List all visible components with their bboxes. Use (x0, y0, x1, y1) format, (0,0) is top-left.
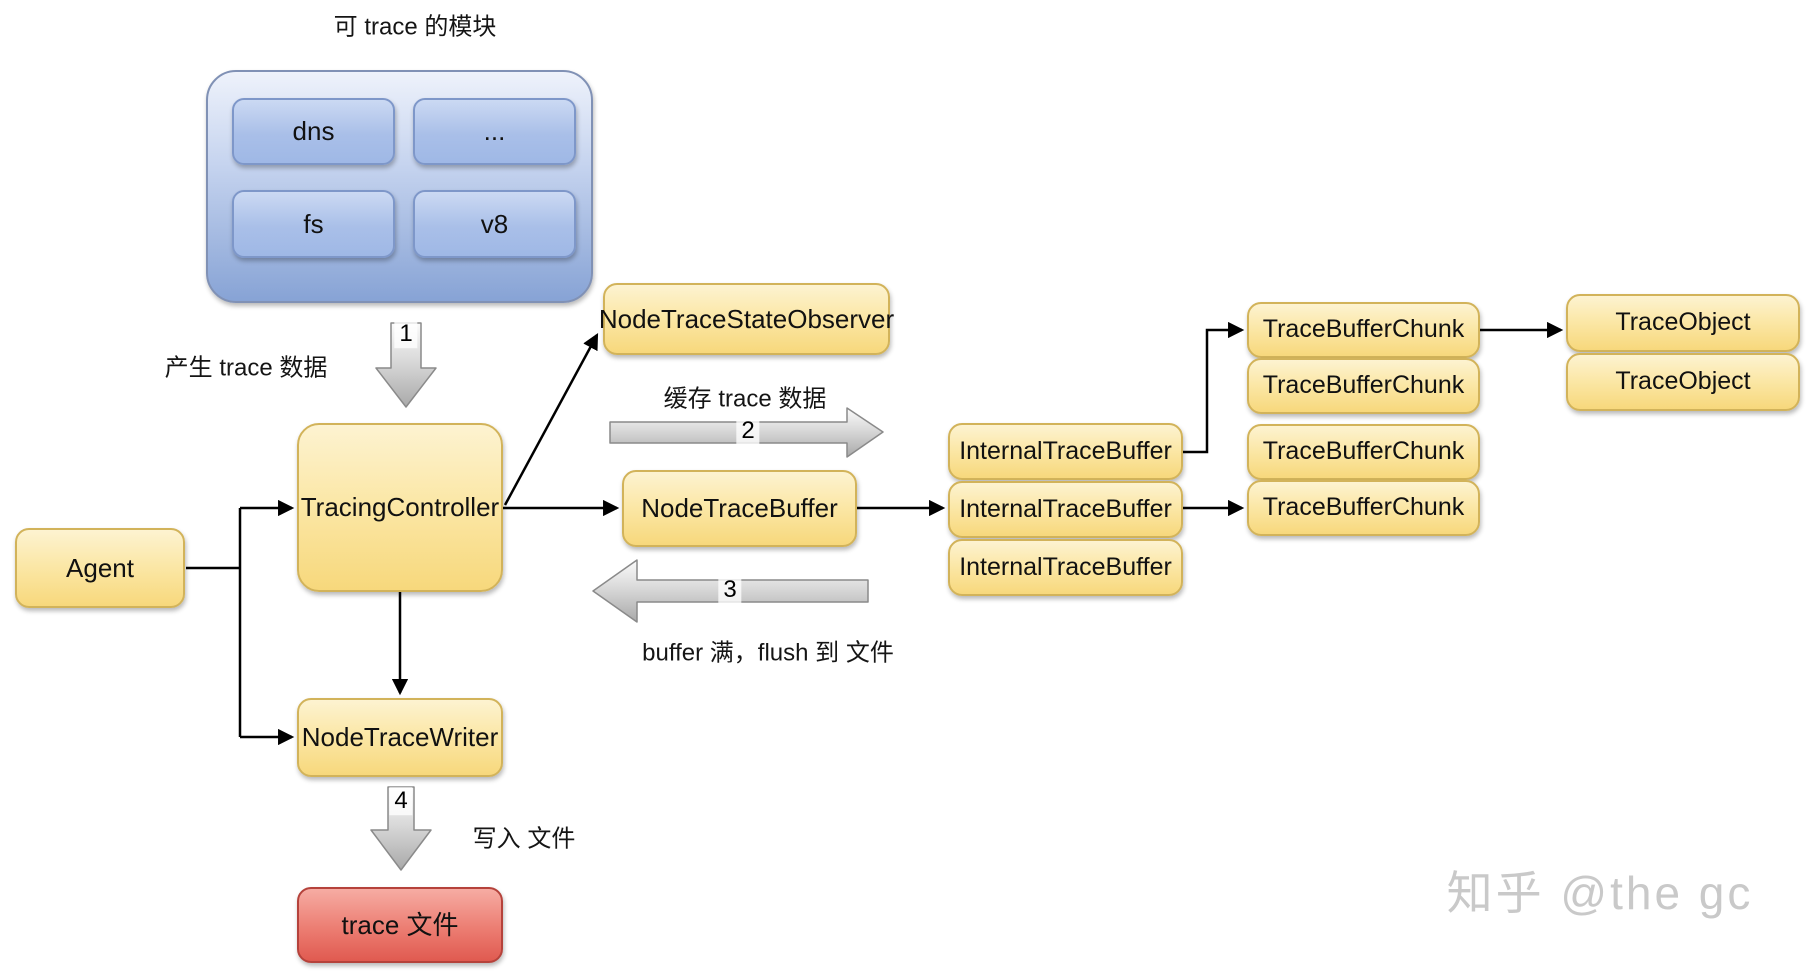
node-trace-buffer: NodeTraceBuffer (622, 470, 857, 547)
zhihu-watermark: 知乎 @the gc (1446, 867, 1754, 919)
module-dns: dns (232, 98, 395, 165)
node-trace-buffer-chunk-2: TraceBufferChunk (1247, 358, 1480, 414)
node-trace-state-observer: NodeTraceStateObserver (599, 283, 894, 355)
node-trace-buffer-chunk-1: TraceBufferChunk (1247, 302, 1480, 358)
node-trace-file: trace 文件 (297, 887, 503, 963)
step2-number: 2 (736, 417, 760, 445)
node-tracing-controller: TracingController (297, 423, 503, 592)
node-trace-writer: NodeTraceWriter (297, 698, 503, 777)
step1-label: 产生 trace 数据 (164, 354, 328, 382)
step3-number: 3 (718, 576, 742, 604)
module-v8: v8 (413, 190, 576, 258)
edge-tracing-controller-to-observer (503, 332, 599, 506)
node-trace-buffer-chunk-4: TraceBufferChunk (1247, 480, 1480, 536)
step1-number: 1 (394, 320, 418, 348)
node-trace-object-1: TraceObject (1566, 294, 1800, 352)
fat-arrow-step1-down (375, 322, 437, 408)
step4-label: 写入 文件 (472, 825, 576, 853)
module-ellipsis: ... (413, 98, 576, 165)
node-internal-trace-buffer-1: InternalTraceBuffer (948, 423, 1183, 480)
group-title: 可 trace 的模块 (333, 13, 497, 41)
step2-label: 缓存 trace 数据 (663, 385, 827, 413)
node-trace-object-2: TraceObject (1566, 353, 1800, 411)
node-agent: Agent (15, 528, 185, 608)
node-internal-trace-buffer-2: InternalTraceBuffer (948, 481, 1183, 538)
fat-arrow-step4-down (370, 786, 432, 871)
node-trace-buffer-chunk-3: TraceBufferChunk (1247, 424, 1480, 480)
step3-label: buffer 满，flush 到 文件 (642, 639, 894, 667)
node-internal-trace-buffer-3: InternalTraceBuffer (948, 539, 1183, 596)
edge-internal-buffer-to-chunk1 (1183, 321, 1245, 454)
step4-number: 4 (389, 787, 413, 815)
module-fs: fs (232, 190, 395, 258)
